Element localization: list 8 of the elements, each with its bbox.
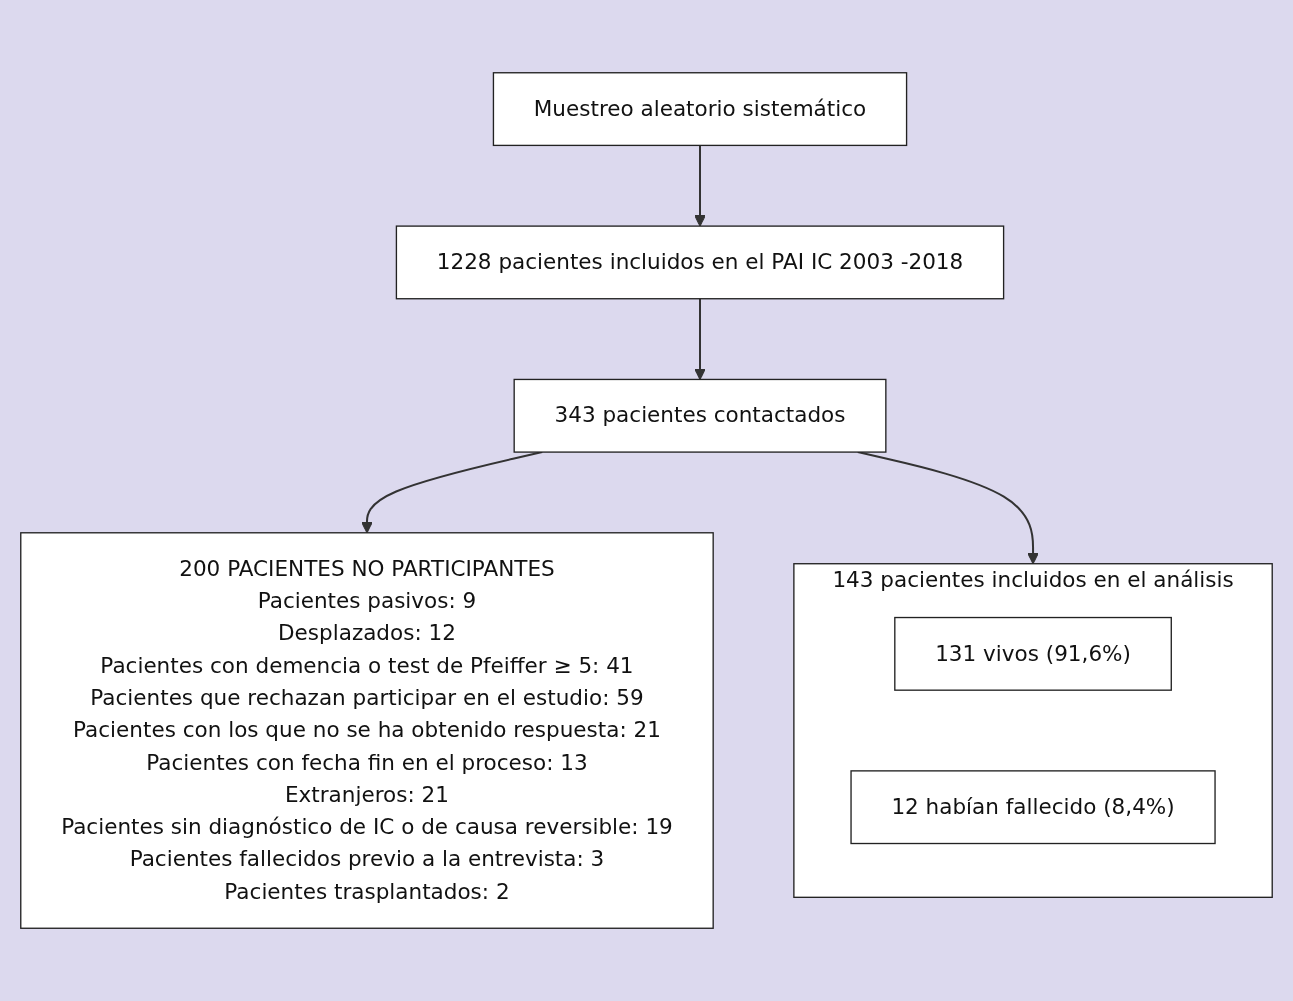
node-box: 1228 pacientes incluidos en el PAI IC 2003 -2018 [395, 225, 1005, 300]
node-box: 200 PACIENTES NO PARTICIPANTES Pacientes pasivos: 9 Desplazados: 12 Pacientes con demencia o test de Pfeiffer ≥ 5: 41 Pacientes que rechazan participar en el estudio: 59 Pacientes con los que no se ha obtenido respuesta: 21 Pacientes con fecha fin en el proceso: 13 Extranjeros: 21 Pacientes sin diagnóstico de IC o de causa reversible: 19 Pacientes fallecidos previo a la entrevista: 3 Pacientes trasplantados: 2 [20, 532, 714, 929]
node-box: Muestreo aleatorio sistemático [492, 72, 908, 147]
arrow [694, 298, 706, 380]
node-box: 343 pacientes contactados [513, 378, 887, 453]
node-box: 131 vivos (91,6%) [894, 616, 1172, 691]
node-box: 12 habían fallecido (8,4%) [850, 770, 1216, 845]
arrow [694, 145, 706, 227]
